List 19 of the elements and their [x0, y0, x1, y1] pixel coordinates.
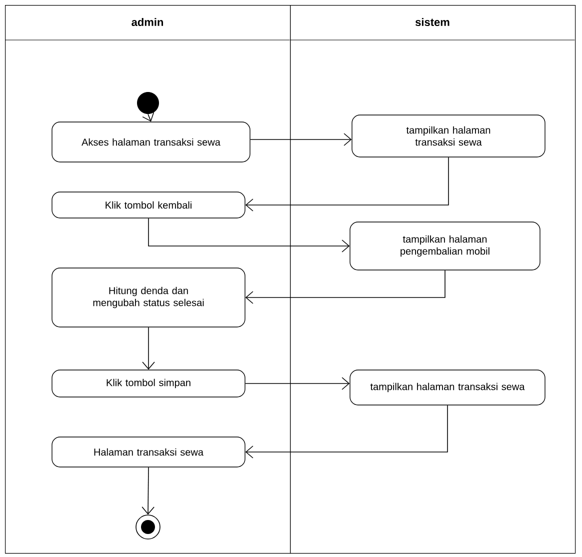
end-node [136, 514, 160, 540]
start-node [137, 92, 159, 114]
arrow [245, 270, 446, 304]
action-box: Klik tombol kembali [52, 192, 246, 218]
action-box: Akses halaman transaksi sewa [52, 122, 250, 162]
action-box: Halaman transaksi sewa [52, 436, 246, 468]
action-box: tampilkan halaman transaksi sewa [350, 370, 546, 406]
arrow [142, 112, 154, 122]
arrow [250, 133, 352, 146]
action-box: Hitung denda dan mengubah status selesai [52, 268, 246, 328]
arrow [245, 156, 449, 212]
arrow [142, 466, 154, 515]
action-box: Klik tombol simpan [52, 370, 246, 398]
arrow [245, 404, 448, 458]
action-box: tampilkan halaman pengembalian mobil [350, 222, 540, 270]
arrow [244, 377, 350, 390]
action-box: tampilkan halaman transaksi sewa [352, 114, 546, 158]
arrow [142, 326, 155, 370]
arrow [148, 218, 350, 252]
